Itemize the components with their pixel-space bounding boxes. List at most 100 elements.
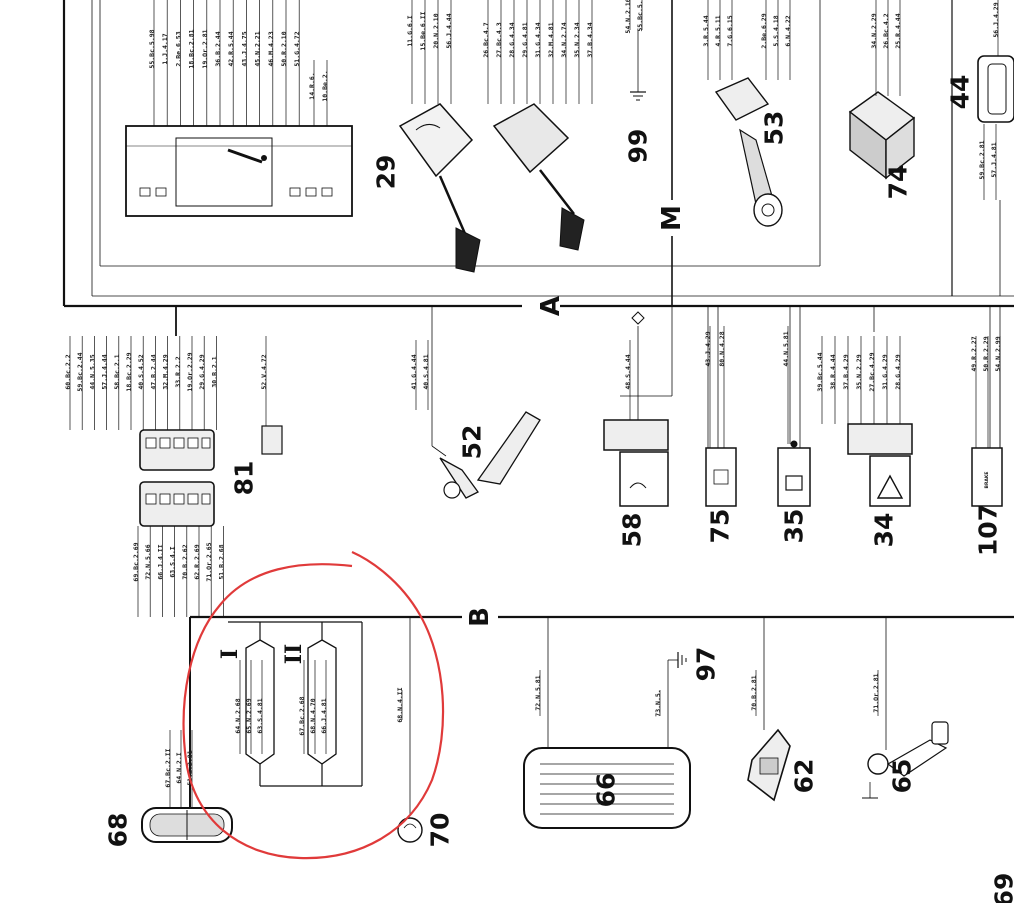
component-label-81: 81 (230, 461, 259, 496)
wire-label: 28.G.4.34 (508, 22, 516, 57)
wire-label: 39.Bc.5.44 (816, 352, 824, 391)
switch-group-i-ii (228, 621, 363, 787)
wire-label: 36.B.2.44 (214, 31, 222, 66)
relay-74 (848, 91, 916, 180)
feeder-lines (620, 306, 1001, 448)
wire-label: 29.G.4.81 (521, 22, 529, 57)
wire-label: 72.N.5.81 (534, 675, 542, 710)
wire-group-c66: 72.N.5.81 (534, 670, 542, 716)
component-label-99: 99 (624, 129, 653, 164)
wire-label: 43.J.4.29 (704, 331, 712, 366)
wire-label: 31.G.4.34 (534, 22, 542, 57)
wire-group-c81b: 52.V.4.72 (260, 336, 268, 426)
wire-label: 72.N.5.66 (144, 544, 152, 579)
switch-34-hazard (847, 423, 913, 507)
wire-label: 57.J.4.44 (101, 354, 109, 389)
bus-b-label: B (465, 607, 495, 627)
brake-pedal-switch (431, 306, 541, 499)
wire-label: 47.B.2.44 (149, 354, 157, 389)
wire-label: 7.G.6.15 (726, 15, 734, 46)
component-label-75: 75 (706, 509, 735, 544)
wire-label: 38.R.4.44 (829, 354, 837, 389)
horn-62 (747, 617, 791, 802)
wire-group-c58: 48.S.4.44 (624, 340, 632, 420)
wire-label: 73.N.5. (654, 689, 662, 716)
wire-label: 4.R.5.11 (714, 15, 722, 46)
wire-label: 32.M.4.81 (547, 22, 555, 57)
component-label-74: 74 (884, 165, 913, 200)
component-label-68: 68 (104, 813, 133, 848)
wire-label: 57.J.4.81 (990, 142, 998, 177)
wire-group-top_44: 56.J.4.29 (992, 0, 1000, 56)
wire-label: 70.B.2.62 (181, 544, 189, 579)
wire-label: 6.N.4.22 (784, 15, 792, 46)
wire-label: 59.Bc.2.44 (76, 352, 84, 391)
wire-label: 26.Bc.4.7 (482, 22, 490, 57)
wire-label: 19.Or.2.81 (201, 29, 209, 68)
bulb-70 (397, 617, 423, 843)
wire-label: 15.Be.6.II (419, 11, 427, 50)
ground-99 (630, 30, 646, 101)
wire-label: 52.V.4.72 (260, 354, 268, 389)
bus-a-label: A (536, 296, 566, 316)
wire-label: 34.N.2.74 (560, 22, 568, 57)
component-label-29: 29 (372, 155, 401, 190)
component-label-44: 44 (946, 75, 975, 110)
component-label-62: 62 (790, 759, 819, 794)
wire-label: 63.S.4.I (169, 546, 177, 577)
wire-label: 71.Or.2.81 (872, 673, 880, 712)
wire-label: 43.J.4.75 (240, 31, 248, 66)
wire-label: 50.R.2.10 (280, 31, 288, 66)
wire-label: 56.J.4.44 (445, 13, 453, 48)
wire-label: 59.Bc.2.81 (978, 140, 986, 179)
wire-label: 56.J.4.29 (992, 2, 1000, 37)
wire-group-top_29b: 26.Bc.4.7 27.Bc.4.3 28.G.4.34 29.G.4.81 31.G… (482, 0, 594, 104)
ground-97 (667, 652, 687, 748)
connector-44 (977, 55, 1014, 123)
wire-label: 69.Bc.2.69 (132, 542, 140, 581)
wire-label: 80.N.4.28 (718, 331, 726, 366)
wire-label: 60.Bc.2.2 (64, 354, 72, 389)
wire-label: 70.B.2.81 (750, 675, 758, 710)
wire-label: 68.N.4.II (396, 687, 404, 722)
switch-107-brake: BRAKE (971, 447, 1003, 507)
component-label-52: 52 (458, 425, 487, 460)
wire-label: 44.N.5.35 (88, 354, 96, 389)
wire-group-c75: 43.J.4.29 80.N.4.28 (704, 326, 726, 448)
wire-label: 5.S.4.18 (772, 15, 780, 46)
wire-label: 68.N.4.70 (309, 698, 317, 733)
switch-position-ii: II (281, 644, 307, 665)
component-label-34: 34 (870, 513, 899, 548)
wire-label: 58.Bc.2.1 (113, 354, 121, 389)
wire-label: 42.R.5.44 (227, 31, 235, 66)
component-label-58: 58 (618, 513, 647, 548)
switch-35 (777, 440, 811, 507)
combination-switch-left (398, 103, 481, 273)
wire-label: 54.N.2.107 (624, 0, 632, 34)
wire-label: 28.G.4.29 (894, 354, 902, 389)
wire-label: 27.Bc.4.3 (495, 22, 503, 57)
component-label-97: 97 (692, 647, 721, 682)
wire-label: 1.J.4.17 (161, 33, 169, 64)
wire-label: 37.B.4.29 (842, 354, 850, 389)
wire-label: 20.N.2.10 (432, 13, 440, 48)
wire-group-c97: 73.N.5. (654, 689, 662, 716)
wire-label: 34.N.2.29 (870, 13, 878, 48)
bus-m-label: M (657, 205, 687, 231)
grille-66 (523, 617, 691, 829)
sensor-65 (862, 617, 949, 799)
wire-label: 30.B.2.1 (210, 356, 218, 387)
wire-label: 14.R.6. (308, 72, 316, 99)
wire-label: 35.N.2.34 (573, 22, 581, 57)
wire-label: 18.Bc.2.81 (188, 29, 196, 68)
